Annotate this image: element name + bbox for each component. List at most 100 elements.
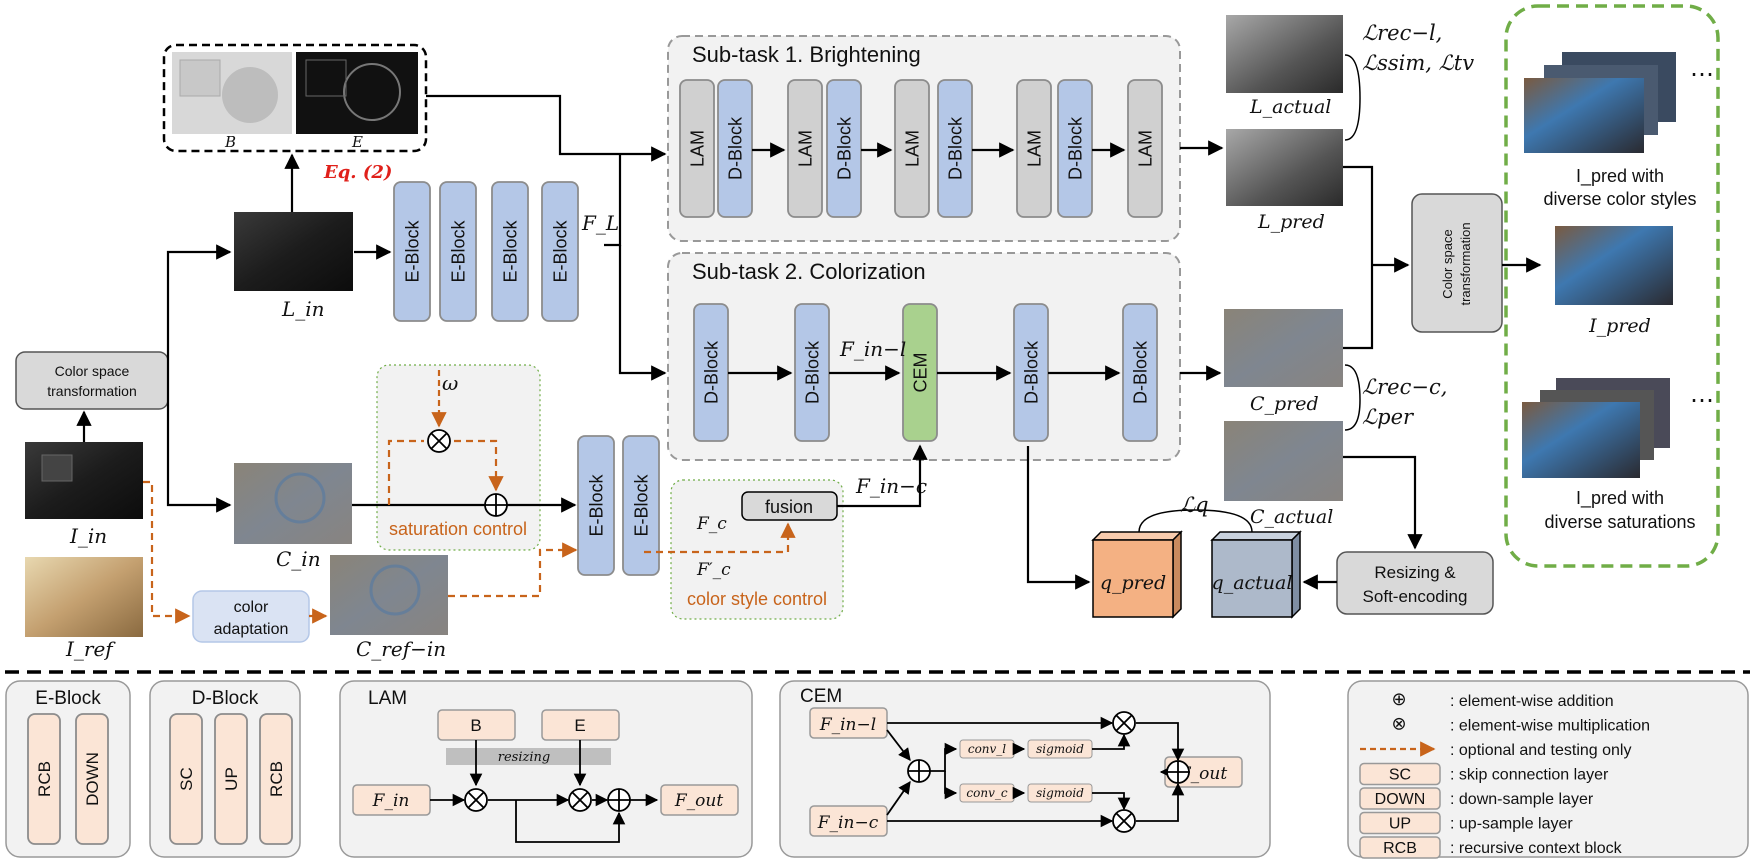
legend-key-text-3: : optional and testing only xyxy=(1450,742,1631,759)
svg-text:color: color xyxy=(234,599,269,616)
legend-key-symbol-1: ⊕ xyxy=(1391,689,1406,710)
e-block-top-3-label: E-Block xyxy=(500,219,520,282)
legend-key-text-2: : element-wise multiplication xyxy=(1450,718,1650,735)
dots-top: ⋯ xyxy=(1690,61,1714,88)
ipred-color-line2: diverse color styles xyxy=(1543,189,1696,209)
legend-dblock-item-1-label: SC xyxy=(177,767,196,791)
subtask2-d-block-2: D-Block xyxy=(794,303,830,442)
ipred-sat-line1: I_pred with xyxy=(1576,488,1664,509)
e-block-top-1-label: E-Block xyxy=(402,219,422,282)
image-I-ref xyxy=(25,557,143,637)
subtask1-d-block-6-label: D-Block xyxy=(945,116,965,180)
legend-cem-sigmoid-1: sigmoid xyxy=(1036,742,1084,756)
legend-cem-conv-l: conv_l xyxy=(968,742,1006,756)
subtask2-d-block-1-label: D-Block xyxy=(701,340,721,404)
legend-lam-Fin: F_in xyxy=(372,791,410,811)
svg-text:Color space: Color space xyxy=(55,363,130,379)
color-style-control-label: color style control xyxy=(687,589,827,609)
subtask1-d-block-8: D-Block xyxy=(1057,79,1093,218)
image-L-in xyxy=(234,212,353,291)
legend-cem-title: CEM xyxy=(800,686,842,707)
svg-text:Color space: Color space xyxy=(1440,229,1455,298)
loss-c-line2: ℒper xyxy=(1362,405,1415,429)
loss-c-line1: ℒrec−c, xyxy=(1362,375,1447,399)
q-pred-label: q_pred xyxy=(1100,572,1166,594)
optional-connectors xyxy=(143,439,796,624)
legend-key-symbol-2: ⊗ xyxy=(1391,714,1406,735)
subtask2-blocks: D-Block D-Block CEM D-Block D-Block xyxy=(693,303,1158,442)
subtask2-d-block-4: D-Block xyxy=(1013,303,1049,442)
q-actual-box xyxy=(1210,530,1302,619)
svg-text:adaptation: adaptation xyxy=(214,621,289,638)
subtask2-cem-3: CEM xyxy=(902,303,938,442)
subtask1-lam-9-label: LAM xyxy=(1135,130,1155,167)
legend-lam-E: E xyxy=(574,716,585,735)
legend-key-symbol-4: SC xyxy=(1389,767,1411,784)
legend-cem-panel xyxy=(779,680,1271,858)
legend-key-symbol-5: DOWN xyxy=(1375,791,1426,808)
svg-text:Soft-encoding: Soft-encoding xyxy=(1363,587,1468,606)
image-ipred xyxy=(1555,226,1673,305)
ipred-color-line1: I_pred with xyxy=(1576,166,1664,187)
subtask1-d-block-4-label: D-Block xyxy=(834,116,854,180)
image-L-actual xyxy=(1226,15,1343,93)
F-in-c-label: F_in−c xyxy=(855,474,927,498)
legend-dblock-item-3-label: RCB xyxy=(267,761,286,797)
dots-bottom: ⋯ xyxy=(1690,387,1714,414)
legend-key-text-1: : element-wise addition xyxy=(1450,693,1614,710)
e-block-top-2: E-Block xyxy=(439,181,477,322)
label-I-ref: I_ref xyxy=(65,637,116,661)
label-L-actual: L_actual xyxy=(1249,96,1331,118)
e-block-bottom-1-label: E-Block xyxy=(586,473,606,536)
svg-text:transformation: transformation xyxy=(47,383,136,399)
subtask1-lam-3-label: LAM xyxy=(795,130,815,167)
subtask2-d-block-5: D-Block xyxy=(1122,303,1158,442)
legend-lam-resizing: resizing xyxy=(498,750,550,765)
image-ipred-saturations xyxy=(1522,402,1640,478)
legend-eblock-item-2: DOWN xyxy=(75,713,109,845)
legend-eblock-item-2-label: DOWN xyxy=(83,752,102,806)
legend-dblock-item-3: RCB xyxy=(259,713,293,845)
label-C-in: C_in xyxy=(276,547,321,571)
subtask2-d-block-4-label: D-Block xyxy=(1021,340,1041,404)
subtask1-lam-7: LAM xyxy=(1016,79,1052,218)
q-actual-label: q_actual xyxy=(1212,572,1293,594)
label-C-pred: C_pred xyxy=(1250,393,1319,415)
label-C-actual: C_actual xyxy=(1250,506,1333,528)
legend-cem-sigmoid-2: sigmoid xyxy=(1036,786,1084,800)
legend-dblock-title: D-Block xyxy=(192,688,259,709)
eq-reference: Eq. (2) xyxy=(323,162,392,183)
saturation-control-label: saturation control xyxy=(389,519,527,539)
e-block-top-2-label: E-Block xyxy=(448,219,468,282)
legend-key-text-7: : recursive context block xyxy=(1450,840,1623,857)
subtask1-title: Sub-task 1. Brightening xyxy=(692,42,921,67)
e-block-bottom-2: E-Block xyxy=(622,435,660,576)
legend-key-text-6: : up-sample layer xyxy=(1450,816,1573,833)
legend-dblock-item-2: UP xyxy=(214,713,248,845)
fusion-label: fusion xyxy=(765,497,813,517)
legend-dblock-items: SC UP RCB xyxy=(169,713,293,845)
image-C-ref-in xyxy=(330,555,448,635)
legend-dblock-item-1: SC xyxy=(169,713,203,845)
color-space-transformation-left xyxy=(15,351,169,410)
F-c-label: F_c xyxy=(696,514,727,534)
image-C-actual xyxy=(1224,421,1343,501)
image-E xyxy=(296,52,418,134)
subtask1-lam-1-label: LAM xyxy=(687,130,707,167)
e-block-top-3: E-Block xyxy=(491,181,529,322)
legend-cem-conv-c: conv_c xyxy=(966,786,1007,800)
F-L-label: F_L xyxy=(581,211,619,235)
legend-dblock-item-2-label: UP xyxy=(222,767,241,791)
subtask2-cem-3-label: CEM xyxy=(910,353,930,393)
F-prime-c-label: F′_c xyxy=(696,560,731,580)
subtask1-lam-9: LAM xyxy=(1127,79,1163,218)
subtask1-d-block-6: D-Block xyxy=(937,79,973,218)
label-B: B xyxy=(224,133,236,151)
image-ipred-color-styles xyxy=(1524,78,1644,153)
loss-q-label: ℒq xyxy=(1180,493,1209,517)
subtask1-lam-7-label: LAM xyxy=(1024,130,1044,167)
legend-lam-Fout: F_out xyxy=(674,791,723,811)
label-E: E xyxy=(351,133,363,151)
